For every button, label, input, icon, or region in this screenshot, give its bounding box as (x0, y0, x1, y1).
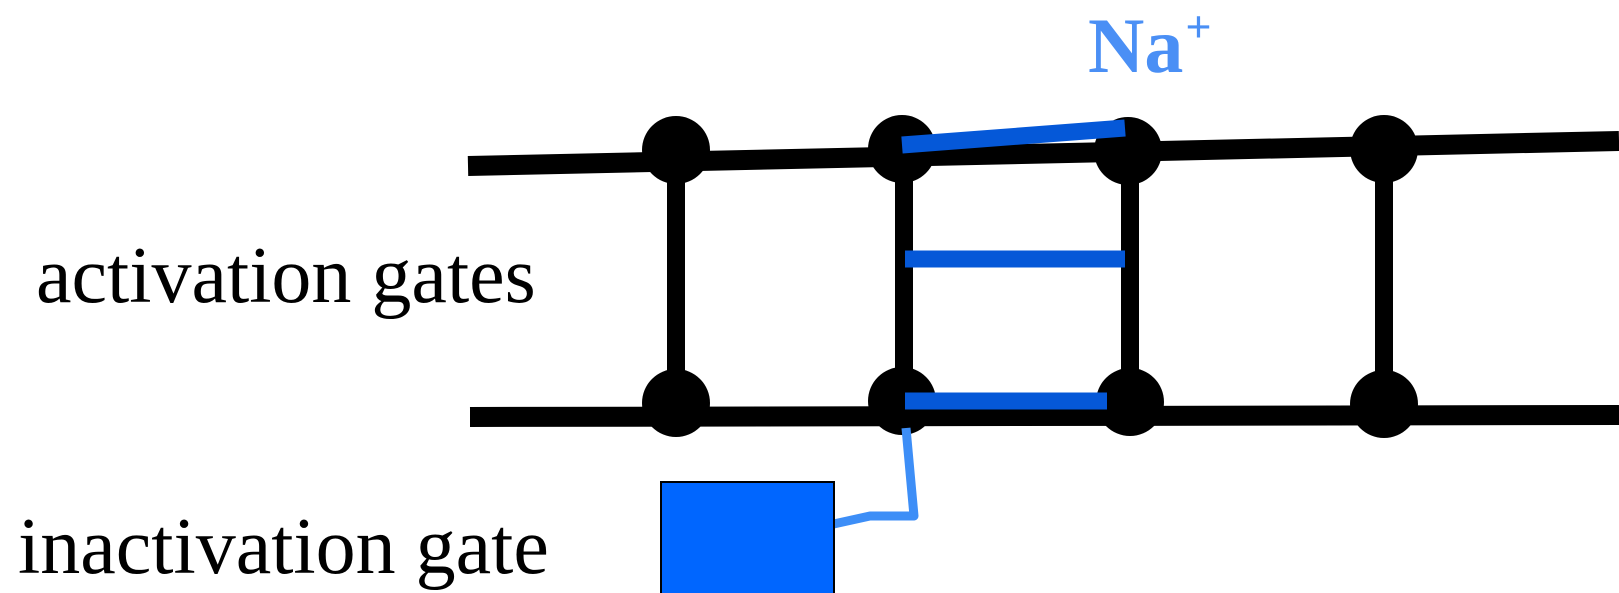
node-bottom-1 (642, 369, 710, 437)
membrane-top-line (467, 131, 1619, 176)
node-top-4 (1350, 115, 1418, 183)
inactivation-gate-tether (819, 427, 919, 532)
activation-gate-top (901, 119, 1126, 154)
node-bottom-4 (1350, 370, 1418, 438)
ion-charge: + (1185, 1, 1211, 52)
activation-gates-label: activation gates (36, 232, 536, 320)
inactivation-gate-label: inactivation gate (18, 503, 549, 591)
membrane-bottom-line (469, 405, 1619, 427)
inactivation-gate-block (660, 481, 835, 593)
node-bottom-3 (1096, 368, 1164, 436)
ion-label: Na+ (1088, 1, 1212, 89)
node-bottom-2 (868, 367, 936, 435)
node-top-1 (642, 116, 710, 184)
node-top-2 (868, 115, 936, 183)
